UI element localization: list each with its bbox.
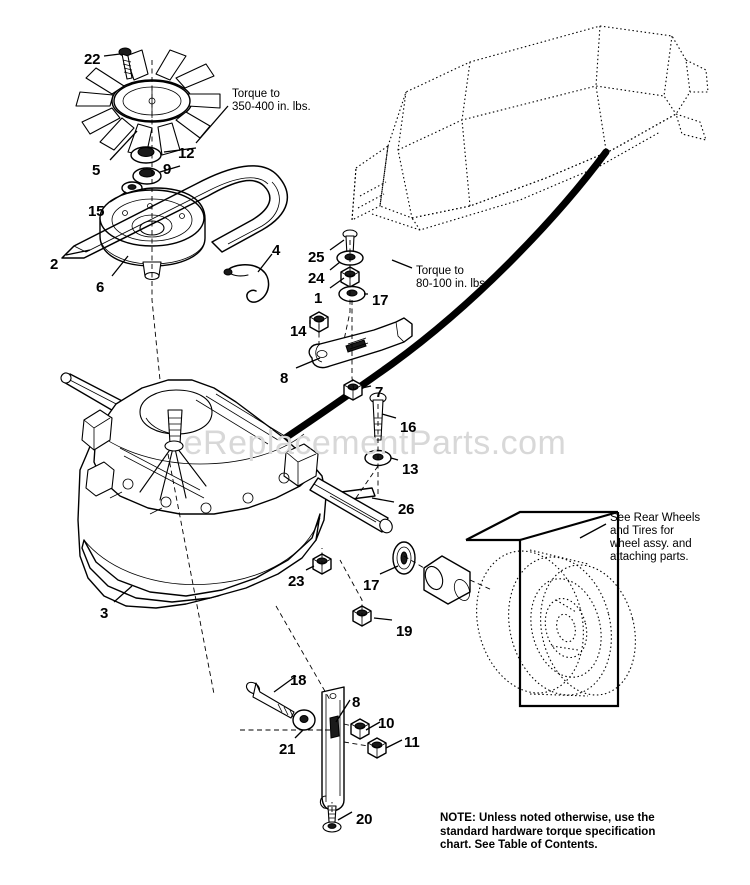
callout-leaders (65, 53, 403, 821)
callout-lock-nut-1: 1 (314, 290, 323, 307)
callout-shift-bracket: 8 (280, 370, 289, 387)
footer-note: NOTE: Unless noted otherwise, use the st… (440, 812, 656, 851)
callout-drive-belt: 2 (50, 256, 59, 273)
retaining-ring (223, 264, 270, 303)
shoulder-bolt-20 (322, 805, 342, 833)
callout-retaining-ring: 4 (272, 242, 281, 259)
callout-transaxle-assembly: 3 (100, 605, 109, 622)
lock-nut-14 (309, 311, 329, 333)
lock-nut-10 (350, 718, 370, 740)
callout-cooling-fan: 5 (92, 162, 101, 179)
callout-brake-link: 8 (352, 694, 361, 711)
callout-washer-24: 24 (308, 270, 325, 287)
callout-lock-nut-19: 19 (396, 623, 413, 640)
callout-hex-bolt-fan: 22 (84, 51, 101, 68)
assembly-centerlines (151, 60, 493, 812)
wheel-reference-note: See Rear Wheels and Tires for wheel assy… (610, 512, 701, 563)
fan-bolt-22 (118, 47, 133, 80)
callout-washer-17-upper: 17 (372, 292, 389, 309)
torque-note-upper: Torque to 350-400 in. lbs. (232, 88, 311, 113)
callout-lock-nut-7: 7 (375, 384, 384, 401)
washer-17-upper (338, 285, 366, 303)
drive-belt-path (242, 148, 610, 468)
shoulder-bolt-16 (369, 392, 387, 441)
washer-21 (292, 709, 316, 731)
annotation-leaders (195, 105, 607, 539)
rear-wheel-phantom (476, 549, 636, 697)
callout-carriage-bolt: 25 (308, 249, 325, 266)
lock-nut-11 (367, 737, 387, 759)
callout-spacer-lower: 9 (163, 161, 172, 178)
callout-lock-nut-14: 14 (290, 323, 307, 340)
callout-lock-nut-23: 23 (288, 573, 305, 590)
callout-lock-nut-11: 11 (404, 734, 420, 751)
callout-flat-washer: 15 (88, 203, 105, 220)
washer-17-axle (392, 541, 416, 575)
chassis-frame-phantom (351, 25, 709, 231)
torque-note-lower: Torque to 80-100 in. lbs. (416, 265, 489, 290)
callout-spacer-upper: 12 (178, 145, 195, 162)
axle-spacer-sleeve (423, 555, 471, 605)
callout-square-key: 26 (398, 501, 415, 518)
callout-washer-17-axle: 17 (363, 577, 380, 594)
lock-nut-7 (343, 379, 363, 401)
callout-shoulder-bolt: 16 (400, 419, 417, 436)
callout-washer-13: 13 (402, 461, 419, 478)
shift-bracket-8 (308, 317, 413, 369)
brake-link-8 (319, 686, 345, 812)
callout-brake-rod: 18 (290, 672, 307, 689)
transaxle-assembly (60, 372, 393, 609)
spacer-9 (132, 167, 162, 185)
drive-belt-v (61, 165, 288, 259)
callout-lock-nut-10: 10 (378, 715, 395, 732)
wheel-reference-box (465, 510, 620, 708)
callout-washer-21: 21 (279, 741, 296, 758)
transaxle-pulley (99, 187, 206, 281)
callout-transaxle-pulley: 6 (96, 279, 105, 296)
callout-shoulder-bolt-20: 20 (356, 811, 373, 828)
brake-rod-18 (245, 681, 295, 719)
spacer-12 (130, 146, 162, 164)
